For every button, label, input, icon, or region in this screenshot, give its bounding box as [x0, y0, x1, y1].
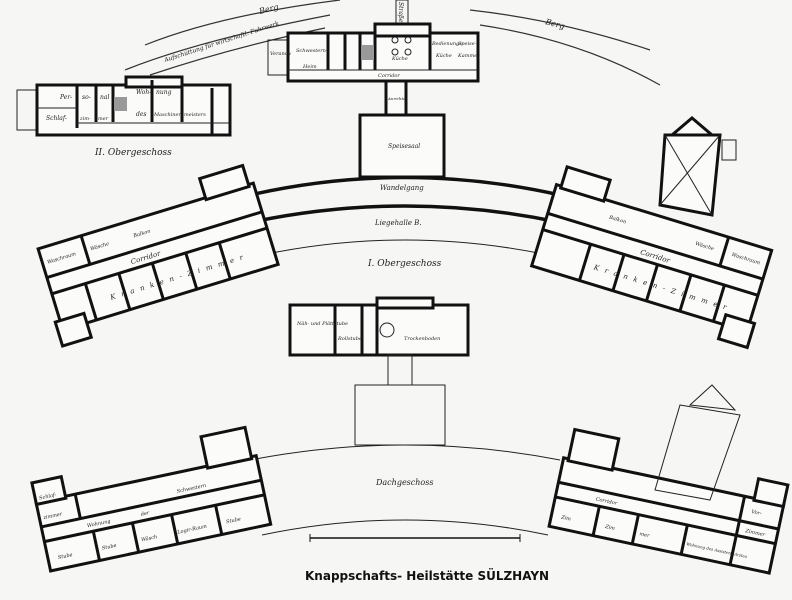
svg-text:Kammer: Kammer — [457, 53, 480, 59]
svg-text:zim-: zim- — [79, 116, 91, 122]
road-edge-upper — [124, 14, 331, 71]
road-top-label: Straße — [397, 2, 404, 23]
liegehalle-wall — [251, 204, 559, 224]
wandelgang-label: Wandelgang — [380, 184, 424, 192]
hill-contour — [144, 0, 341, 46]
svg-text:Speisesaal: Speisesaal — [388, 143, 420, 150]
hill-contour-right — [469, 9, 651, 51]
first-floor-left-wing: Waschraum Wäsche Balkon Corridor Kranken… — [36, 163, 281, 348]
svg-text:Veranda: Veranda — [270, 51, 291, 57]
svg-text:Schwestern-: Schwestern- — [296, 48, 328, 54]
svg-text:der: der — [140, 510, 150, 518]
kitchen-block: Veranda Schwestern- Heim Küche Bedienung… — [267, 22, 480, 179]
svg-text:meisters: meisters — [184, 112, 206, 118]
svg-text:Stube: Stube — [226, 516, 242, 525]
svg-text:des: des — [136, 111, 146, 118]
attic-right-wing: Corridor Zim Zim mer Wohnung des Assiste… — [547, 427, 790, 575]
svg-text:Rollstube: Rollstube — [337, 336, 362, 342]
svg-text:Näh- und Plättstube: Näh- und Plättstube — [296, 321, 348, 327]
svg-text:Küche: Küche — [435, 53, 452, 59]
liegehalle-label: Liegehalle B. — [374, 219, 422, 227]
svg-text:so-: so- — [82, 94, 91, 101]
svg-text:Zimmer: Zimmer — [744, 528, 766, 538]
svg-text:Küche: Küche — [391, 56, 408, 62]
svg-text:Zim: Zim — [604, 524, 616, 532]
first-floor-right-wing: Balkon Corridor Kranken-Zimmer Wäsche Wa… — [529, 165, 774, 350]
svg-text:nung: nung — [156, 89, 172, 96]
attic-left-wing: Schlaf- zimmer Wohnung der Schwestern St… — [30, 425, 273, 573]
floor-label-first: I. Obergeschoss — [367, 259, 442, 269]
svg-text:Woh-: Woh- — [136, 89, 151, 96]
hill-label-right: Berg — [544, 17, 566, 31]
svg-text:mer: mer — [639, 531, 651, 539]
svg-text:Zim: Zim — [560, 514, 572, 522]
svg-text:Bedienungs-: Bedienungs- — [431, 41, 464, 47]
wandelgang-wall-top — [249, 175, 561, 197]
svg-text:Wäsche: Wäsche — [694, 241, 714, 252]
svg-text:Corridor: Corridor — [595, 496, 618, 507]
svg-text:Wohnung: Wohnung — [87, 518, 112, 529]
sheet-title: Knappschafts- Heilstätte SÜLZHAYN — [305, 568, 549, 583]
svg-text:nal: nal — [100, 94, 109, 101]
svg-text:Stube: Stube — [101, 543, 117, 552]
attic-arc-bottom — [261, 519, 549, 536]
floor-label-attic: Dachgeschoss — [375, 478, 433, 487]
svg-text:mer: mer — [98, 116, 109, 122]
scale-bar — [309, 534, 521, 542]
chapel-tower — [658, 116, 737, 217]
svg-text:Heim: Heim — [302, 64, 317, 70]
svg-text:Trockenboden: Trockenboden — [404, 336, 440, 342]
attic-central-block: Näh- und Plättstube Rollstube Trockenbod… — [288, 296, 470, 446]
svg-text:Wäsche: Wäsche — [90, 241, 110, 252]
floor-label-second: II. Obergeschoss — [94, 148, 172, 158]
svg-text:Schlaf-: Schlaf- — [46, 115, 67, 122]
tower-roof — [654, 384, 741, 501]
svg-text:zimmer: zimmer — [42, 511, 63, 521]
svg-text:Anrichte: Anrichte — [387, 96, 406, 101]
second-floor-staff-wing: Per- so- nal Schlaf- zim- mer Woh- nung … — [16, 75, 232, 137]
svg-text:Maschinen-: Maschinen- — [153, 112, 184, 118]
hill-contour-right-2 — [479, 24, 661, 86]
svg-text:Speise-: Speise- — [458, 41, 477, 47]
svg-text:Stube: Stube — [57, 552, 73, 561]
svg-text:Corridor: Corridor — [378, 73, 400, 79]
svg-text:Balkon: Balkon — [132, 228, 151, 239]
svg-text:Schlaf-: Schlaf- — [39, 492, 58, 502]
liegehalle-edge — [261, 239, 549, 256]
hill-label: Berg — [257, 2, 279, 16]
svg-text:Wäsch: Wäsch — [141, 534, 158, 543]
svg-text:Balkon: Balkon — [607, 214, 626, 225]
attic-arc-top — [249, 444, 561, 461]
svg-text:Vor-: Vor- — [751, 509, 763, 517]
svg-text:Per-: Per- — [59, 94, 72, 101]
